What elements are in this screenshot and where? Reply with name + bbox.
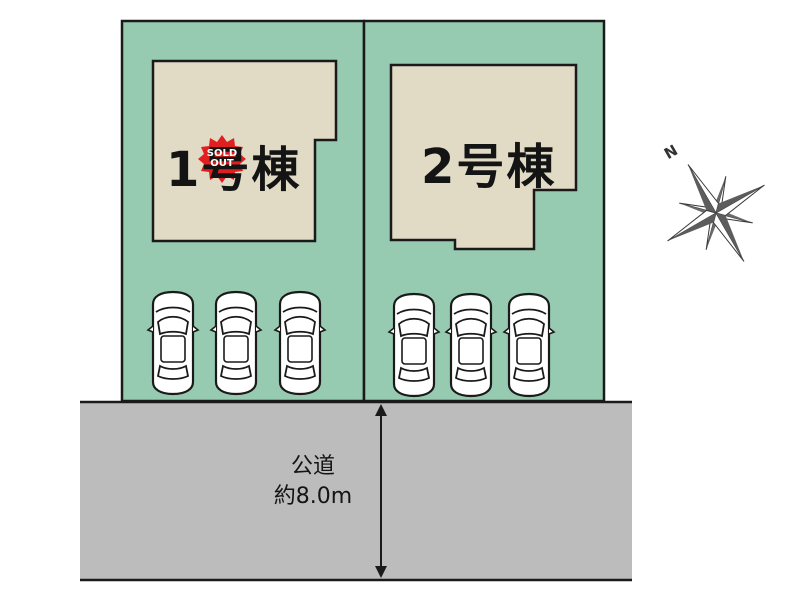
parking-car [502,292,556,398]
building-2 [389,63,578,251]
road-label: 公道 約8.0m [248,452,378,512]
road-name: 公道 [290,454,335,479]
parking-car [146,290,200,396]
sold-out-badge-shape [198,135,246,183]
road-width-arrow [375,404,387,578]
road-width: 約8.0m [273,484,353,509]
parking-car [209,290,263,396]
compass-north-label: N [661,141,681,163]
building-1-label: 1号棟 [166,142,302,198]
building-2-label: 2号棟 [421,139,557,195]
parking-car [444,292,498,398]
public-road [80,402,632,580]
compass-rose [667,164,765,262]
sold-out-text-line: OUT [210,158,234,169]
building-1 [151,59,338,243]
sold-out-text-line: SOLD [206,148,238,159]
parking-car [387,292,441,398]
parking-car [273,290,327,396]
